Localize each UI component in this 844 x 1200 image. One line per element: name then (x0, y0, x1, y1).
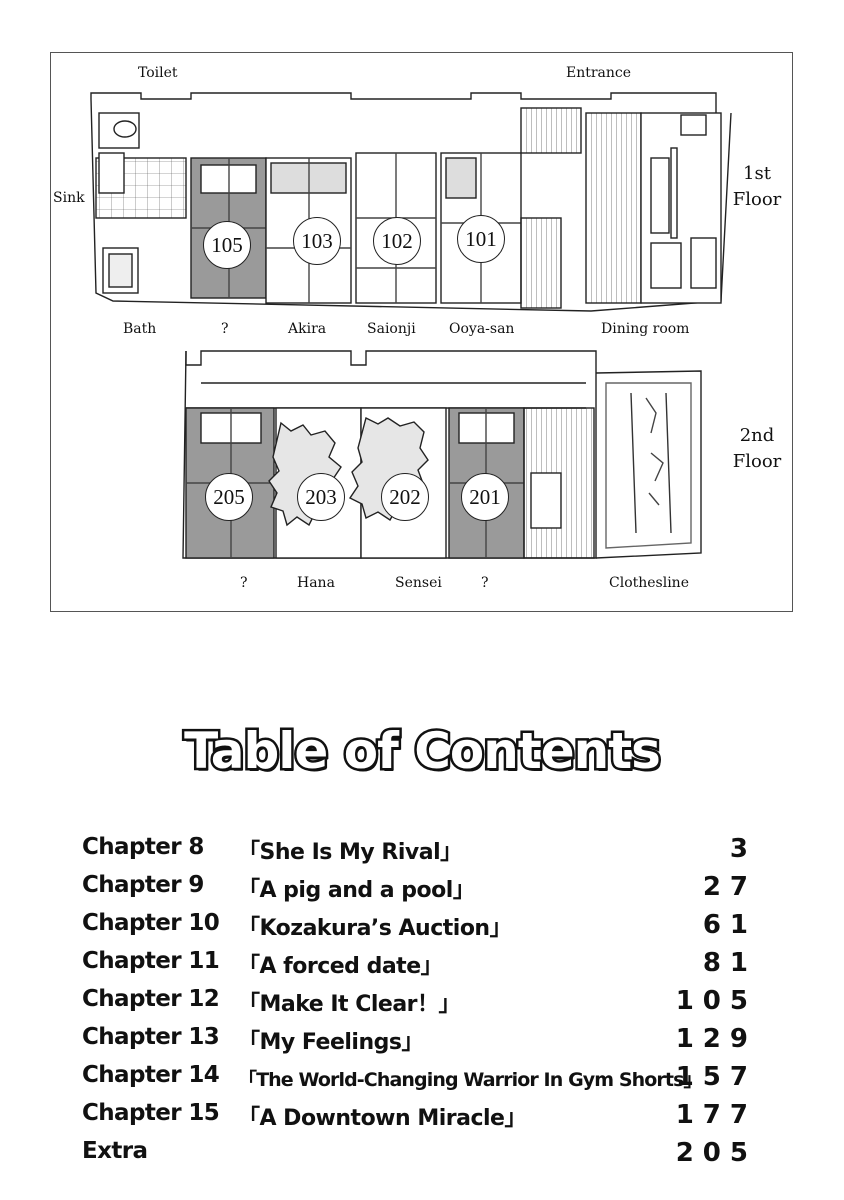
toc-chapter-title: 「A Downtown Miracle」 (238, 1106, 526, 1131)
toc-chapter-title: 「My Feelings」 (238, 1030, 423, 1055)
room-105-marker: 105 (203, 221, 251, 269)
toc-chapter-title: 「Kozakura’s Auction」 (238, 916, 512, 941)
toc-chapter-title: 「Make It Clear！」 (238, 992, 461, 1017)
label-akira: Akira (288, 321, 327, 337)
floor-plan-drawing (90, 92, 732, 559)
toc-chapter-title: 「A pig and a pool」 (238, 878, 475, 903)
toc-entry: Chapter 14 「The World-Changing Warrior I… (82, 1062, 748, 1096)
room-205-marker: 205 (205, 473, 253, 521)
label-sink: Sink (53, 190, 85, 206)
toc-page-number: 105 (675, 986, 757, 1016)
room-203-marker: 203 (297, 473, 345, 521)
toc-page-number: 177 (675, 1100, 757, 1130)
toc-chapter-title: 「The World-Changing Warrior In Gym Short… (238, 1069, 702, 1091)
toc-entry: Chapter 8 「She Is My Rival」 3 (82, 834, 748, 868)
toc-chapter-label: Chapter 12 (82, 986, 220, 1012)
toc-chapter-title: 「She Is My Rival」 (238, 840, 462, 865)
label-sensei: Sensei (395, 575, 442, 591)
toc-entry: Extra 205 (82, 1138, 748, 1172)
toc-page-number: 61 (702, 910, 757, 940)
toc-entry: Chapter 15 「A Downtown Miracle」 177 (82, 1100, 748, 1134)
toc-chapter-label: Chapter 11 (82, 948, 220, 974)
toc-page-number: 157 (675, 1062, 757, 1092)
second-floor-drawing (182, 350, 702, 559)
toc-chapter-label: Chapter 14 (82, 1062, 220, 1088)
label-hana: Hana (297, 575, 335, 591)
label-clothesline: Clothesline (609, 575, 689, 591)
toc-chapter-title: 「A forced date」 (238, 954, 443, 979)
first-floor-label: 1st Floor (731, 161, 783, 213)
room-201-marker: 201 (461, 473, 509, 521)
toc-page-number: 81 (702, 948, 757, 978)
room-101-marker: 101 (457, 215, 505, 263)
toc-entry: Chapter 12 「Make It Clear！」 105 (82, 986, 748, 1020)
label-room-201-occupant: ? (481, 575, 489, 591)
toc-chapter-label: Chapter 13 (82, 1024, 220, 1050)
label-room-205-occupant: ? (240, 575, 248, 591)
room-103-marker: 103 (293, 217, 341, 265)
label-entrance: Entrance (566, 65, 632, 81)
toc-chapter-label: Chapter 8 (82, 834, 204, 860)
toc-entry: Chapter 9 「A pig and a pool」 27 (82, 872, 748, 906)
toc-entry: Chapter 10 「Kozakura’s Auction」 61 (82, 910, 748, 944)
label-bath: Bath (123, 321, 157, 337)
toc-chapter-label: Extra (82, 1138, 148, 1164)
first-floor-label-line2: Floor (732, 189, 782, 210)
floor-plan-frame: 105 103 102 101 205 203 202 201 Toilet E… (50, 52, 793, 612)
first-floor-label-line1: 1st (743, 163, 771, 184)
label-toilet: Toilet (138, 65, 178, 81)
first-floor-drawing (90, 92, 732, 312)
second-floor-label-line1: 2nd (739, 425, 775, 446)
second-floor-label-line2: Floor (732, 451, 782, 472)
label-saionji: Saionji (367, 321, 416, 337)
toc-entry: Chapter 13 「My Feelings」 129 (82, 1024, 748, 1058)
second-floor-label: 2nd Floor (729, 423, 785, 475)
toc-page-number: 27 (702, 872, 757, 902)
toc-chapter-label: Chapter 9 (82, 872, 204, 898)
label-room-105-occupant: ? (221, 321, 229, 337)
toc-page-number: 3 (729, 834, 757, 864)
room-102-marker: 102 (373, 217, 421, 265)
toc-title: Table of Contents (182, 720, 664, 783)
toc-page-number: 129 (675, 1024, 757, 1054)
toc-chapter-label: Chapter 15 (82, 1100, 220, 1126)
toc-entry: Chapter 11 「A forced date」 81 (82, 948, 748, 982)
room-202-marker: 202 (381, 473, 429, 521)
label-dining-room: Dining room (601, 321, 690, 337)
toc-page-number: 205 (675, 1138, 757, 1168)
toc-chapter-label: Chapter 10 (82, 910, 220, 936)
label-ooya-san: Ooya-san (449, 321, 515, 337)
